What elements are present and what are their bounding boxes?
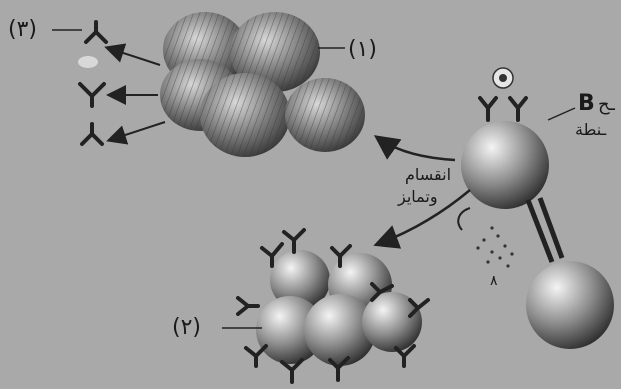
b-cell-label-line2: ـنطة — [575, 120, 607, 139]
division-label-line1: انقسام — [405, 165, 451, 184]
b-cell — [461, 121, 549, 209]
division-label-line2: وتمايز — [397, 187, 438, 207]
plasma-cell — [285, 78, 365, 152]
signal-mark: ٨ — [490, 273, 498, 289]
antigen-blob — [78, 56, 98, 68]
label-3: (٣) — [8, 17, 37, 42]
b-cell-label-line1: ـح — [598, 94, 616, 115]
label-2: (٢) — [172, 315, 201, 340]
label-1: (١) — [348, 37, 377, 62]
b-letter: B — [578, 91, 595, 116]
helper-t-cell — [526, 261, 614, 349]
antigen-star-icon — [493, 68, 513, 88]
plasma-cell — [200, 73, 290, 157]
